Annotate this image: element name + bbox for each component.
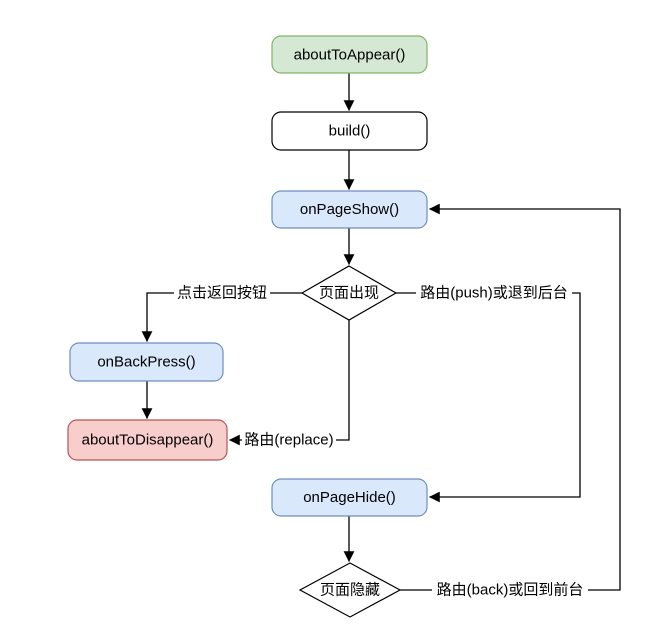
- node-label: onPageShow(): [300, 201, 399, 218]
- edge-label-route-push: 路由(push)或退到后台: [416, 284, 572, 302]
- node-shape: [67, 419, 228, 461]
- node-onBackPress: onBackPress(): [69, 342, 224, 382]
- node-aboutToAppear: aboutToAppear(): [271, 35, 428, 74]
- node-shape: [271, 35, 428, 74]
- node-shape: [271, 190, 428, 229]
- node-label: build(): [329, 123, 371, 140]
- node-shape: [69, 342, 224, 382]
- node-shape: [271, 478, 428, 517]
- node-build: build(): [271, 111, 428, 151]
- edge-label-click-back-button: 点击返回按钮: [174, 284, 270, 302]
- edge-label-text: 点击返回按钮: [177, 285, 267, 302]
- edge-label-text: 路由(back)或回到前台: [437, 582, 584, 599]
- node-shape: [271, 111, 428, 151]
- edge-pageAppear-to-aboutToDisappear-replace: [228, 320, 350, 446]
- decision-shape: [300, 265, 398, 321]
- node-aboutToDisappear: aboutToDisappear(): [67, 419, 228, 461]
- edge-label-bg: [242, 431, 336, 449]
- decision-label: 页面隐藏: [320, 582, 380, 599]
- decision-page-appear: 页面出现: [300, 265, 398, 321]
- edge-label-route-back: 路由(back)或回到前台: [432, 581, 588, 599]
- edge-pageHide-to-onPageShow-back: [400, 203, 621, 591]
- node-onPageShow: onPageShow(): [271, 190, 428, 229]
- decision-label: 页面出现: [319, 285, 379, 302]
- node-label: aboutToDisappear(): [82, 432, 214, 449]
- edge-label-bg: [432, 581, 588, 599]
- edge-label-text: 路由(push)或退到后台: [420, 285, 568, 302]
- edge-label-bg: [416, 284, 572, 302]
- edge-label-text: 路由(replace): [244, 432, 333, 449]
- node-onPageHide: onPageHide(): [271, 478, 428, 517]
- edge-label-route-replace: 路由(replace): [242, 431, 336, 449]
- edge-pageAppear-to-onPageHide-push: [396, 292, 581, 503]
- node-label: onBackPress(): [97, 354, 195, 371]
- node-label: aboutToAppear(): [294, 47, 406, 64]
- decision-shape: [298, 562, 402, 618]
- edge-label-bg: [174, 284, 270, 302]
- node-label: onPageHide(): [303, 489, 396, 506]
- decision-page-hide: 页面隐藏: [298, 562, 402, 618]
